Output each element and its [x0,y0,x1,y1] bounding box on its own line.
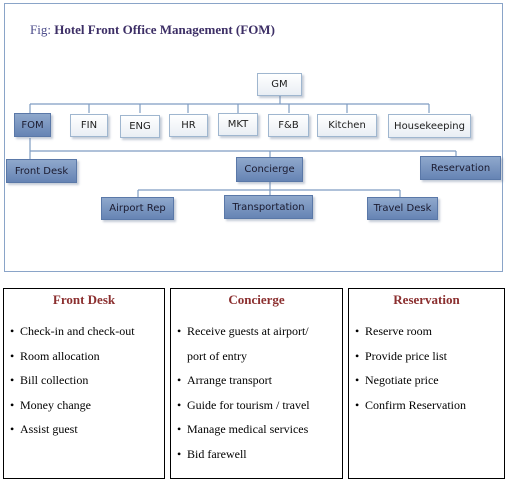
node-kitchen: Kitchen [317,114,377,137]
list-item: Confirm Reservation [355,393,500,418]
panel-concierge-list: Receive guests at airport/ port of entry… [171,319,342,466]
figure-prefix: Fig: [30,22,51,37]
panel-front-desk-list: Check-in and check-out Room allocation B… [4,319,164,442]
panel-front-desk: Front Desk Check-in and check-out Room a… [3,288,165,479]
panel-reservation: Reservation Reserve room Provide price l… [348,288,505,479]
node-fb: F&B [268,114,309,137]
node-fin: FIN [70,114,108,137]
node-front-desk: Front Desk [6,159,77,183]
panel-concierge-title: Concierge [228,292,285,307]
panel-reservation-list: Reserve room Provide price list Negotiat… [349,319,504,417]
list-item: Manage medical services [177,417,338,442]
list-item: Negotiate price [355,368,500,393]
list-item: Bill collection [10,368,160,393]
node-transportation: Transportation [224,195,313,219]
list-item: Bid farewell [177,442,338,467]
list-item: Guide for tourism / travel [177,393,338,418]
node-hr: HR [169,114,208,137]
list-item: Receive guests at airport/ [177,319,338,344]
node-mkt: MKT [218,113,258,136]
list-item: Arrange transport [177,368,338,393]
panel-reservation-title: Reservation [393,292,460,307]
node-fom: FOM [14,113,51,137]
panel-front-desk-title: Front Desk [52,292,116,307]
list-item-continued: port of entry [187,348,247,363]
list-item: Room allocation [10,344,160,369]
node-housekeeping: Housekeeping [388,114,471,138]
node-eng: ENG [120,115,160,138]
node-gm: GM [257,73,302,96]
figure-title-text: Hotel Front Office Management (FOM) [54,22,275,37]
node-travel-desk: Travel Desk [367,197,438,220]
list-item: Money change [10,393,160,418]
list-item: Reserve room [355,319,500,344]
node-airport-rep: Airport Rep [101,197,174,220]
node-concierge: Concierge [236,157,303,182]
node-reservation: Reservation [420,156,501,180]
list-item: Provide price list [355,344,500,369]
list-item: Assist guest [10,417,160,442]
figure-title: Fig: Hotel Front Office Management (FOM) [30,22,275,38]
panel-concierge: Concierge Receive guests at airport/ por… [170,288,343,479]
list-item: Check-in and check-out [10,319,160,344]
